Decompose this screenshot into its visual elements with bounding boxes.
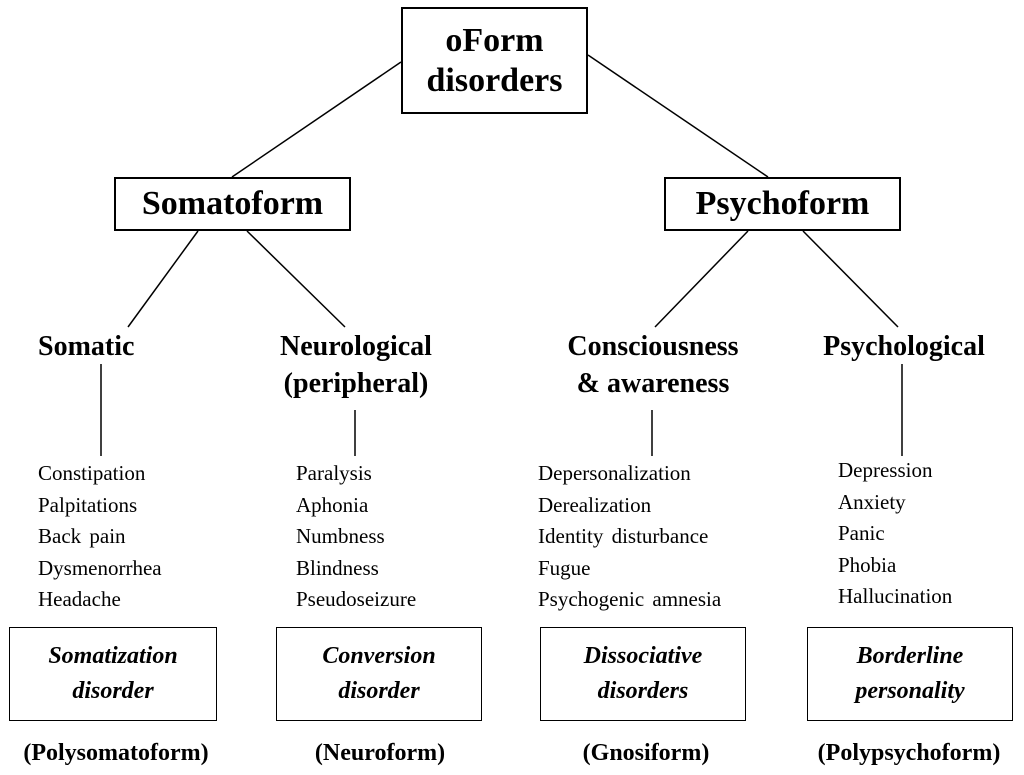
disorder-borderline-line1: Borderline — [856, 643, 964, 669]
list-item: Panic — [838, 521, 885, 545]
symptom-list-psychological: Depression Anxiety Panic Phobia Hallucin… — [838, 455, 952, 613]
psychoform-box: Psychoform — [664, 177, 901, 231]
connector-psychoform-psychological — [802, 230, 899, 328]
alias-polysomatoform: (Polysomatoform) — [23, 740, 209, 766]
category-psychological: Psychological — [804, 328, 1004, 365]
list-item: Hallucination — [838, 584, 953, 608]
list-item: Identity disturbance — [538, 524, 709, 548]
list-item: Aphonia — [296, 492, 369, 517]
connector-root-somatoform — [231, 61, 402, 178]
alias-polypsychoform: (Polypsychoform) — [817, 740, 1001, 766]
category-somatic-line1: Somatic — [38, 331, 135, 362]
list-item: Back pain — [38, 524, 126, 548]
list-item: Headache — [38, 587, 121, 611]
list-item: Constipation — [38, 461, 146, 485]
disorder-somatization-line1: Somatization — [48, 643, 178, 669]
psychoform-label: Psychoform — [695, 185, 870, 222]
disorder-somatization-line2: disorder — [72, 678, 154, 704]
list-item: Fugue — [538, 555, 591, 580]
connector-somatoform-neurological — [246, 230, 346, 328]
list-item: Paralysis — [296, 461, 372, 485]
disorder-box-somatization: Somatization disorder — [9, 627, 217, 721]
root-box: oForm disorders — [401, 7, 588, 114]
list-item: Depersonalization — [538, 461, 691, 485]
connector-somatoform-somatic — [127, 230, 199, 328]
root-title-line1: oForm — [445, 21, 544, 59]
category-consciousness-line2: & awareness — [576, 368, 730, 399]
list-item: Depression — [838, 458, 933, 482]
disorder-conversion-line1: Conversion — [322, 643, 436, 669]
disorder-dissociative-line1: Dissociative — [583, 643, 703, 669]
disorder-box-dissociative: Dissociative disorders — [540, 627, 746, 721]
symptom-list-somatic: Constipation Palpitations Back pain Dysm… — [38, 458, 162, 616]
category-neurological: Neurological (peripheral) — [260, 328, 452, 402]
list-item: Derealization — [538, 492, 652, 517]
disorder-conversion-line2: disorder — [338, 678, 420, 704]
category-psychological-line1: Psychological — [823, 331, 985, 362]
category-neurological-line1: Neurological — [280, 331, 432, 362]
connector-psychoform-consciousness — [654, 230, 749, 328]
list-item: Anxiety — [838, 489, 906, 514]
disorder-box-conversion: Conversion disorder — [276, 627, 482, 721]
list-item: Pseudoseizure — [296, 587, 417, 611]
category-neurological-line2: (peripheral) — [283, 368, 429, 399]
category-somatic: Somatic — [38, 328, 134, 365]
disorder-box-borderline: Borderline personality — [807, 627, 1013, 721]
disorder-dissociative-line2: disorders — [597, 678, 689, 704]
list-item: Dysmenorrhea — [38, 555, 162, 580]
list-item: Psychogenic amnesia — [538, 587, 722, 611]
somatoform-label: Somatoform — [141, 185, 324, 222]
list-item: Palpitations — [38, 492, 138, 517]
list-item: Numbness — [296, 524, 385, 548]
disorder-borderline-line2: personality — [855, 678, 965, 704]
root-title-line2: disorders — [426, 61, 563, 99]
category-consciousness: Consciousness & awareness — [544, 328, 762, 402]
list-item: Blindness — [296, 555, 379, 580]
somatoform-box: Somatoform — [114, 177, 351, 231]
category-consciousness-line1: Consciousness — [567, 331, 739, 362]
list-item: Phobia — [838, 552, 897, 577]
alias-gnosiform: (Gnosiform) — [582, 740, 710, 766]
symptom-list-consciousness: Depersonalization Derealization Identity… — [538, 458, 721, 616]
alias-neuroform: (Neuroform) — [314, 740, 446, 766]
symptom-list-neurological: Paralysis Aphonia Numbness Blindness Pse… — [296, 458, 416, 616]
connector-root-psychoform — [587, 54, 769, 178]
